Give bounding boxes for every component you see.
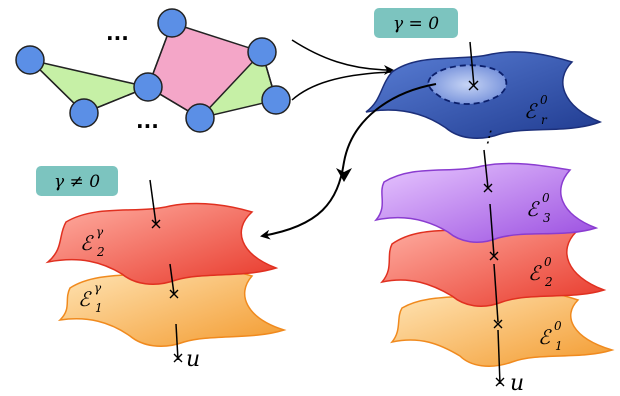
graph-dots-top: ...	[106, 21, 129, 45]
cross-mark	[173, 353, 183, 363]
label-e3-0-sup: 0	[542, 191, 550, 205]
vertical-dots: ⋮	[480, 127, 496, 146]
cross-mark	[495, 377, 505, 387]
right-fiber-marks	[468, 80, 505, 387]
arrow-graph-to-sheet-upper	[291, 39, 394, 75]
arrow-graph-to-sheet-lower	[291, 71, 393, 101]
label-e2-gamma: ℰ γ 2	[80, 225, 105, 259]
label-er-0-base: ℰ	[524, 99, 538, 123]
label-e1-gamma-base: ℰ	[78, 287, 92, 311]
label-e2-0-base: ℰ	[528, 261, 542, 285]
label-er-0-sup: 0	[540, 93, 548, 107]
label-e2-gamma-sub: 2	[96, 245, 105, 259]
tag-gamma-nonzero: γ ≠ 0	[36, 166, 118, 196]
graph-node	[15, 45, 45, 75]
left-fiber-marks	[151, 219, 183, 363]
graph-node	[69, 98, 99, 128]
graph-node	[247, 37, 277, 67]
cross-mark	[483, 183, 493, 193]
cross-mark	[493, 319, 503, 329]
left-fiber	[149, 179, 179, 361]
tag-gamma-zero-label: γ = 0	[393, 14, 439, 34]
tag-gamma-nonzero-label: γ ≠ 0	[54, 172, 100, 192]
graph-dots-bottom: ...	[136, 109, 159, 133]
right-point-u: u	[510, 371, 524, 396]
label-e3-0-sub: 3	[543, 211, 551, 225]
sheet-e3-0	[373, 162, 599, 244]
label-e1-0-sub: 1	[555, 339, 563, 353]
graph: ... ...	[15, 8, 291, 133]
label-er-0-sub: r	[541, 113, 548, 127]
label-e1-gamma: ℰ γ 1	[78, 281, 103, 315]
arrow-blue-to-left-stack	[260, 83, 437, 240]
right-fiber	[469, 41, 501, 385]
label-e2-0-sub: 2	[544, 275, 553, 289]
arrow-mid-head	[336, 168, 352, 182]
label-e1-gamma-sup: γ	[94, 281, 102, 295]
graph-node	[261, 85, 291, 115]
label-e1-0: ℰ 0 1	[538, 319, 563, 353]
left-point-u: u	[186, 347, 200, 372]
cross-mark	[489, 251, 499, 261]
graph-node	[157, 8, 187, 38]
label-e2-0: ℰ 0 2	[528, 255, 553, 289]
label-e2-0-sup: 0	[544, 255, 552, 269]
label-e1-0-base: ℰ	[538, 325, 552, 349]
cross-mark	[151, 219, 161, 229]
label-e1-gamma-sub: 1	[95, 301, 103, 315]
sheet-e2-gamma	[45, 202, 279, 286]
cross-mark	[169, 289, 179, 299]
label-e2-gamma-base: ℰ	[80, 231, 94, 255]
graph-node	[185, 103, 215, 133]
graph-node	[133, 72, 163, 102]
label-e3-0-base: ℰ	[526, 197, 540, 221]
label-e1-0-sup: 0	[554, 319, 562, 333]
dashed-region	[427, 64, 508, 105]
label-er-0: ℰ 0 r	[524, 93, 548, 127]
label-e2-gamma-sup: γ	[96, 225, 104, 239]
tag-gamma-zero: γ = 0	[374, 8, 458, 38]
cross-mark	[468, 80, 479, 91]
label-e3-0: ℰ 0 3	[526, 191, 551, 225]
